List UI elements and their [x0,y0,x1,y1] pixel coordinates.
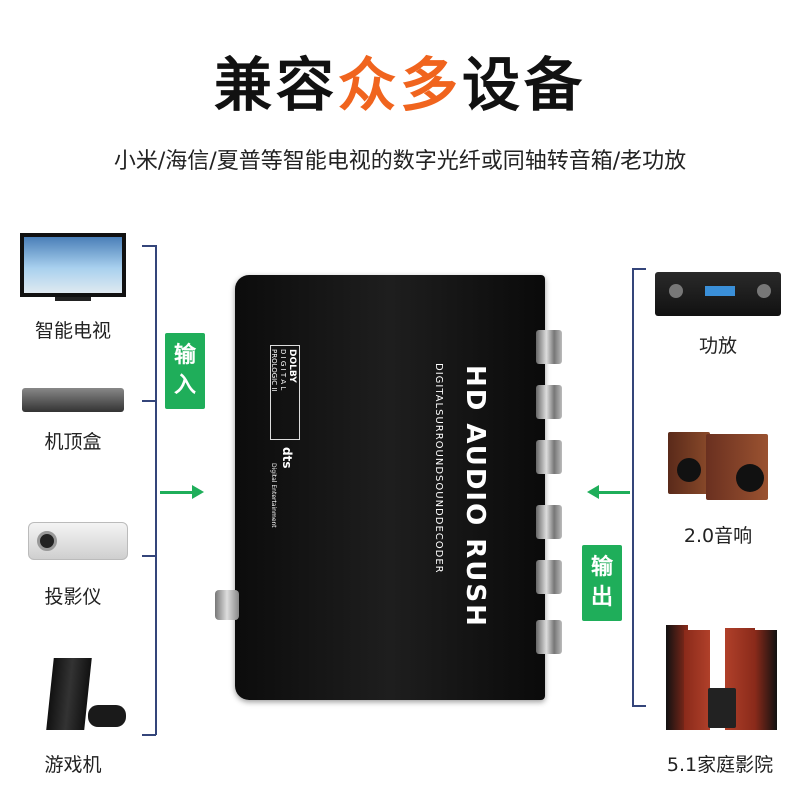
output-label-stereo: 2.0音响 [683,525,753,547]
output-label-home-theater: 5.1家庭影院 [666,754,774,776]
subwoofer-image [708,688,736,728]
home-theater-image [755,630,777,730]
rca-port [536,440,562,474]
title-part1: 兼容 [213,51,338,119]
input-label-projector: 投影仪 [44,586,102,608]
rca-port [536,385,562,419]
bracket-tick [142,245,156,247]
bracket-tick [142,734,156,736]
amplifier-image [655,272,781,316]
device-brand: HD AUDIO RUSH [460,365,490,628]
dolby-logo: DOLBY D I G I T A L PROLOGIC II [270,345,300,440]
dts-logo: dts [280,447,294,469]
game-console-image [46,658,92,730]
stereo-speakers-image [706,434,768,500]
input-arrow [160,491,194,494]
rca-port [536,330,562,364]
bracket-tick [632,268,646,270]
projector-image [28,522,128,560]
title-highlight: 众多 [337,51,462,119]
settop-box-image [22,388,124,412]
title-part2: 设备 [462,51,587,119]
rca-port [536,620,562,654]
input-tag: 输入 [165,333,205,409]
input-label-console: 游戏机 [44,754,102,776]
input-label-tv: 智能电视 [34,320,111,342]
audio-decoder-device: HD AUDIO RUSH DIGITALSURROUNDSOUNDDECODE… [215,275,545,700]
subtitle: 小米/海信/夏普等智能电视的数字光纤或同轴转音箱/老功放 [113,149,687,174]
home-theater-image [666,625,688,730]
page-title: 兼容众多设备 [0,38,800,122]
dolby-text: DOLBY [287,349,297,383]
input-bracket [155,245,157,735]
input-label-stb: 机顶盒 [44,431,102,453]
output-arrow [598,491,630,494]
bracket-tick [632,705,646,707]
output-bracket [632,268,634,706]
arrow-left-icon [587,485,599,499]
tv-stand [55,297,91,301]
rca-port [536,560,562,594]
rca-port [536,505,562,539]
output-tag: 输出 [582,545,622,621]
dts-subtitle: Digital Entertainment [270,463,277,528]
device-model: DIGITALSURROUNDSOUNDDECODER [433,363,444,574]
bracket-tick [142,400,156,402]
home-theater-image [684,630,710,730]
optical-port [215,590,239,620]
output-label-amp: 功放 [698,335,737,357]
prologic-text: PROLOGIC II [270,349,278,392]
gamepad-image [88,705,126,727]
dolby-digital-text: D I G I T A L [279,349,287,391]
bracket-tick [142,555,156,557]
stereo-speakers-image [668,432,710,494]
arrow-right-icon [192,485,204,499]
tv-image [20,233,126,297]
